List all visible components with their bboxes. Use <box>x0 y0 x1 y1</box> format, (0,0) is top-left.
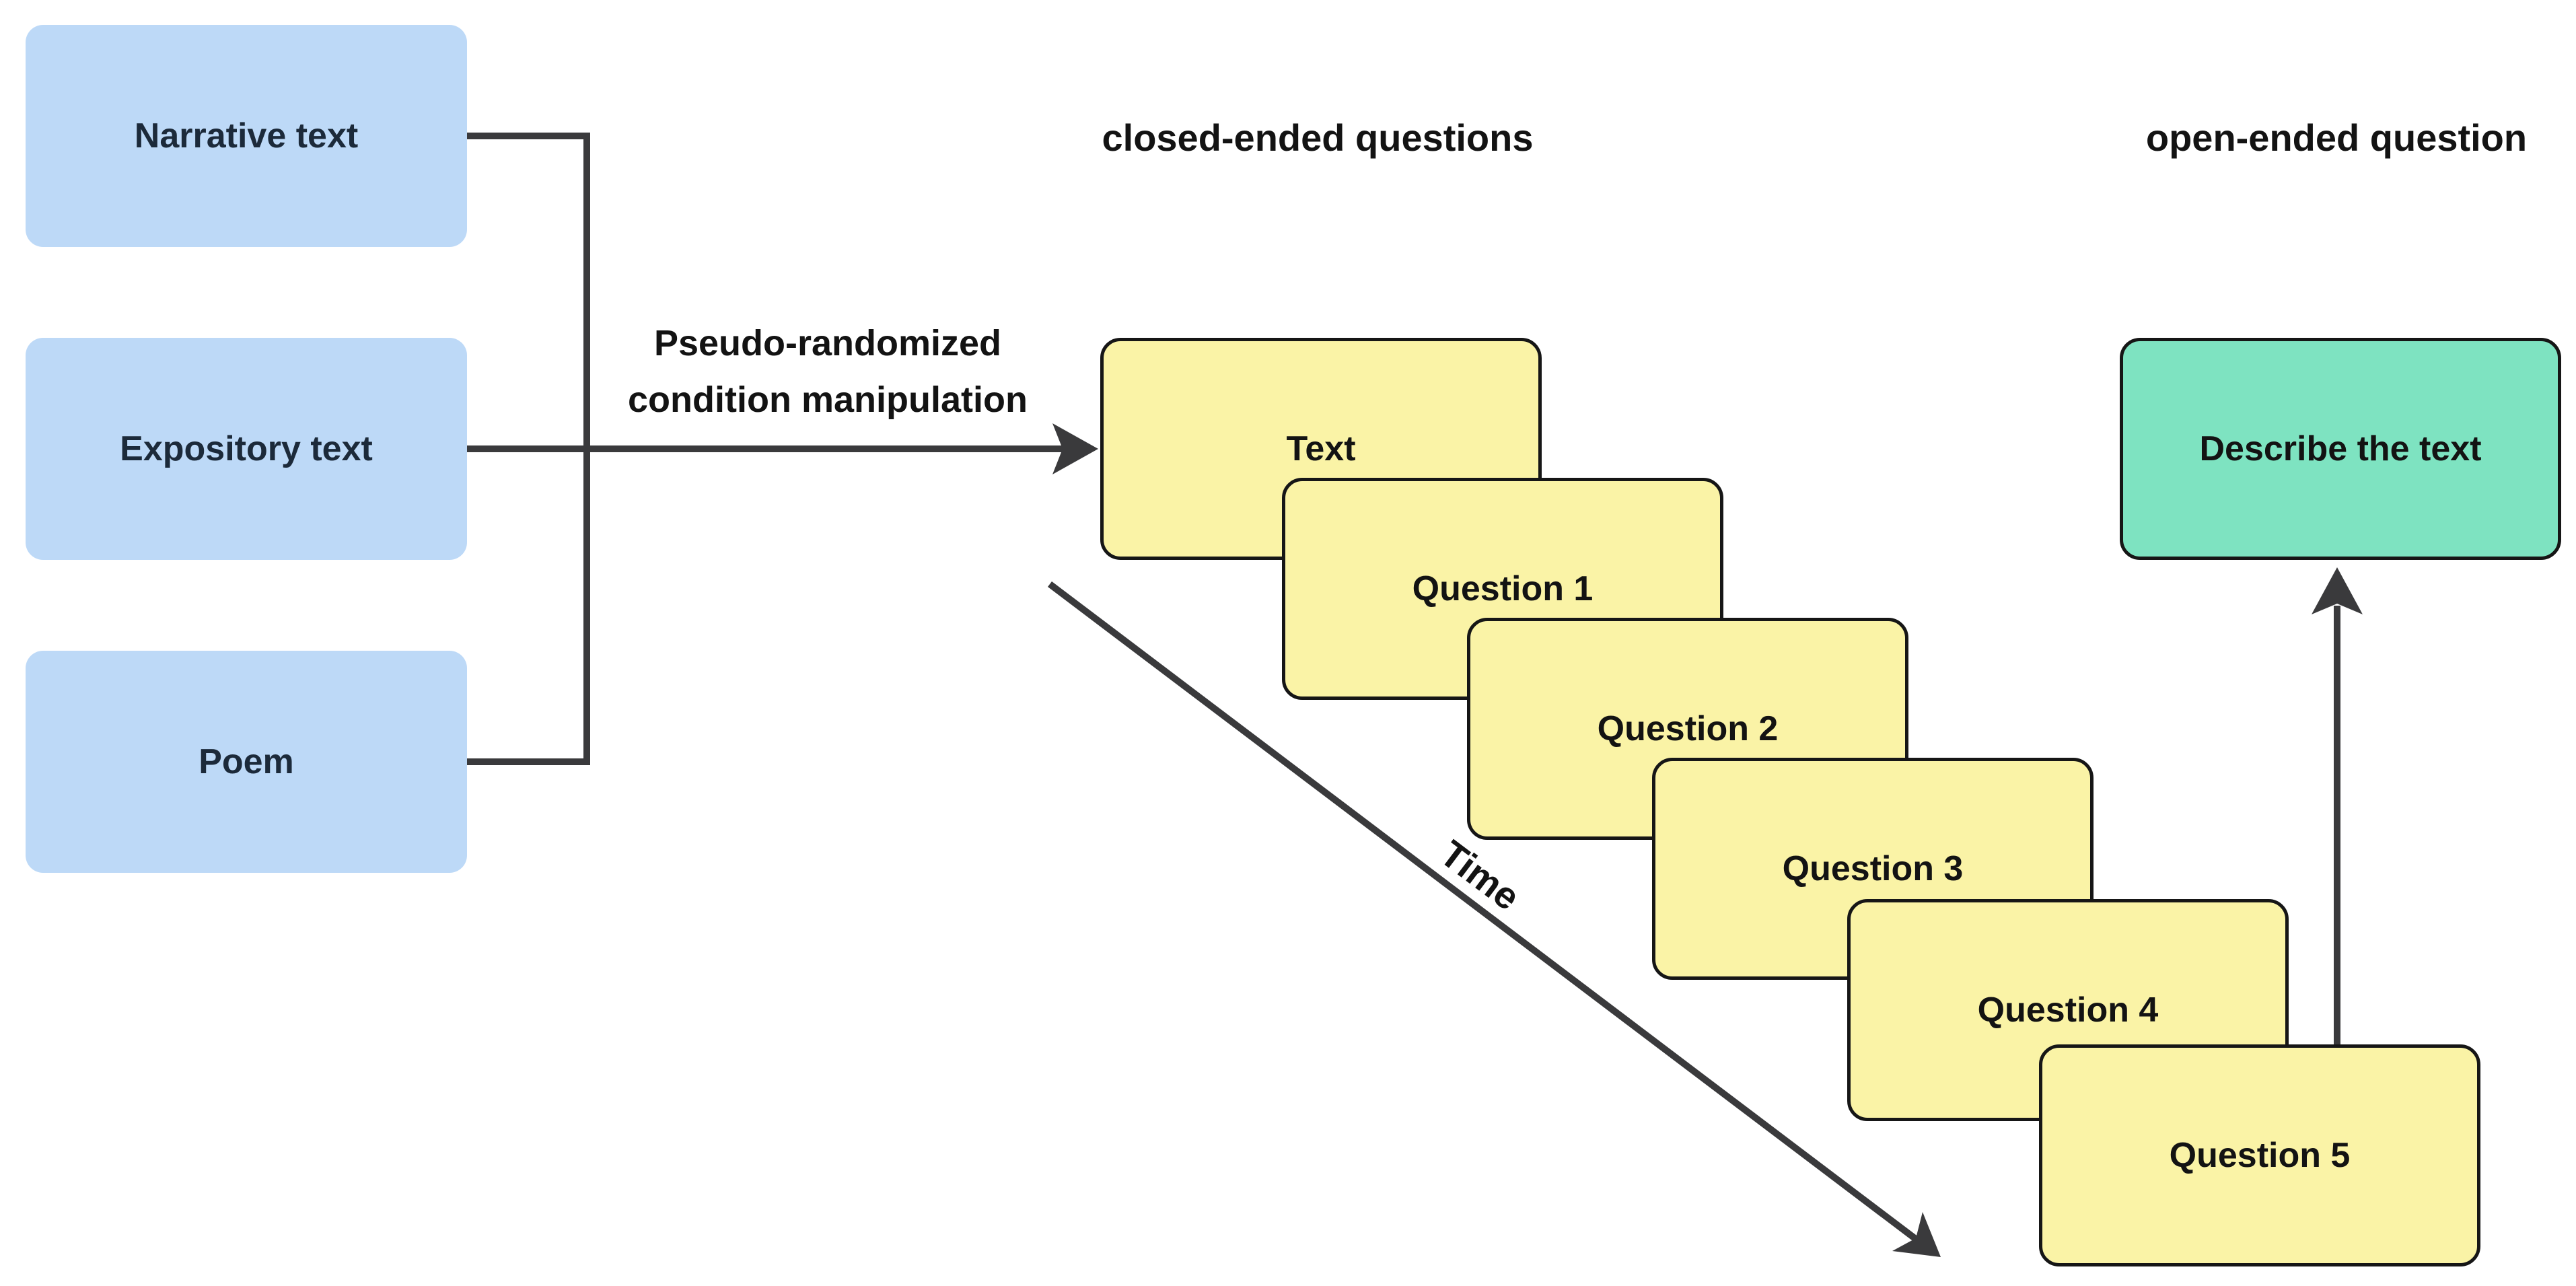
condition-arrow-label-line2: condition manipulation <box>628 380 1028 420</box>
time-arrow-head-icon <box>1892 1212 1941 1257</box>
condition-arrow-label: Pseudo-randomized condition manipulation <box>559 315 1097 428</box>
trial-label: Question 5 <box>2169 1136 2351 1175</box>
stimulus-box-expository-text: Expository text <box>26 338 467 560</box>
trial-label: Question 4 <box>1977 991 2159 1030</box>
open-ended-header: open-ended question <box>2145 116 2528 159</box>
trial-label: Text <box>1286 429 1356 468</box>
trial-label: Question 2 <box>1597 709 1779 748</box>
stimulus-box-poem: Poem <box>26 651 467 873</box>
time-arrow-line <box>1047 581 1919 1242</box>
condition-arrow-label-line1: Pseudo-randomized <box>653 323 1002 363</box>
stimulus-label: Narrative text <box>134 116 359 155</box>
describe-task-box: Describe the text <box>2120 338 2561 560</box>
q5-to-describe-arrow-head-icon <box>2312 567 2363 614</box>
trial-label: Question 1 <box>1412 569 1594 608</box>
trial-label: Question 3 <box>1782 849 1964 888</box>
stimulus-label: Poem <box>199 742 294 781</box>
closed-ended-header: closed-ended questions <box>1102 116 1534 159</box>
stimulus-box-narrative-text: Narrative text <box>26 25 467 247</box>
trial-box-question-5: Question 5 <box>2039 1044 2480 1266</box>
describe-task-label: Describe the text <box>2199 429 2482 468</box>
condition-arrow-head-icon <box>1052 423 1098 474</box>
stimulus-label: Expository text <box>120 429 373 468</box>
